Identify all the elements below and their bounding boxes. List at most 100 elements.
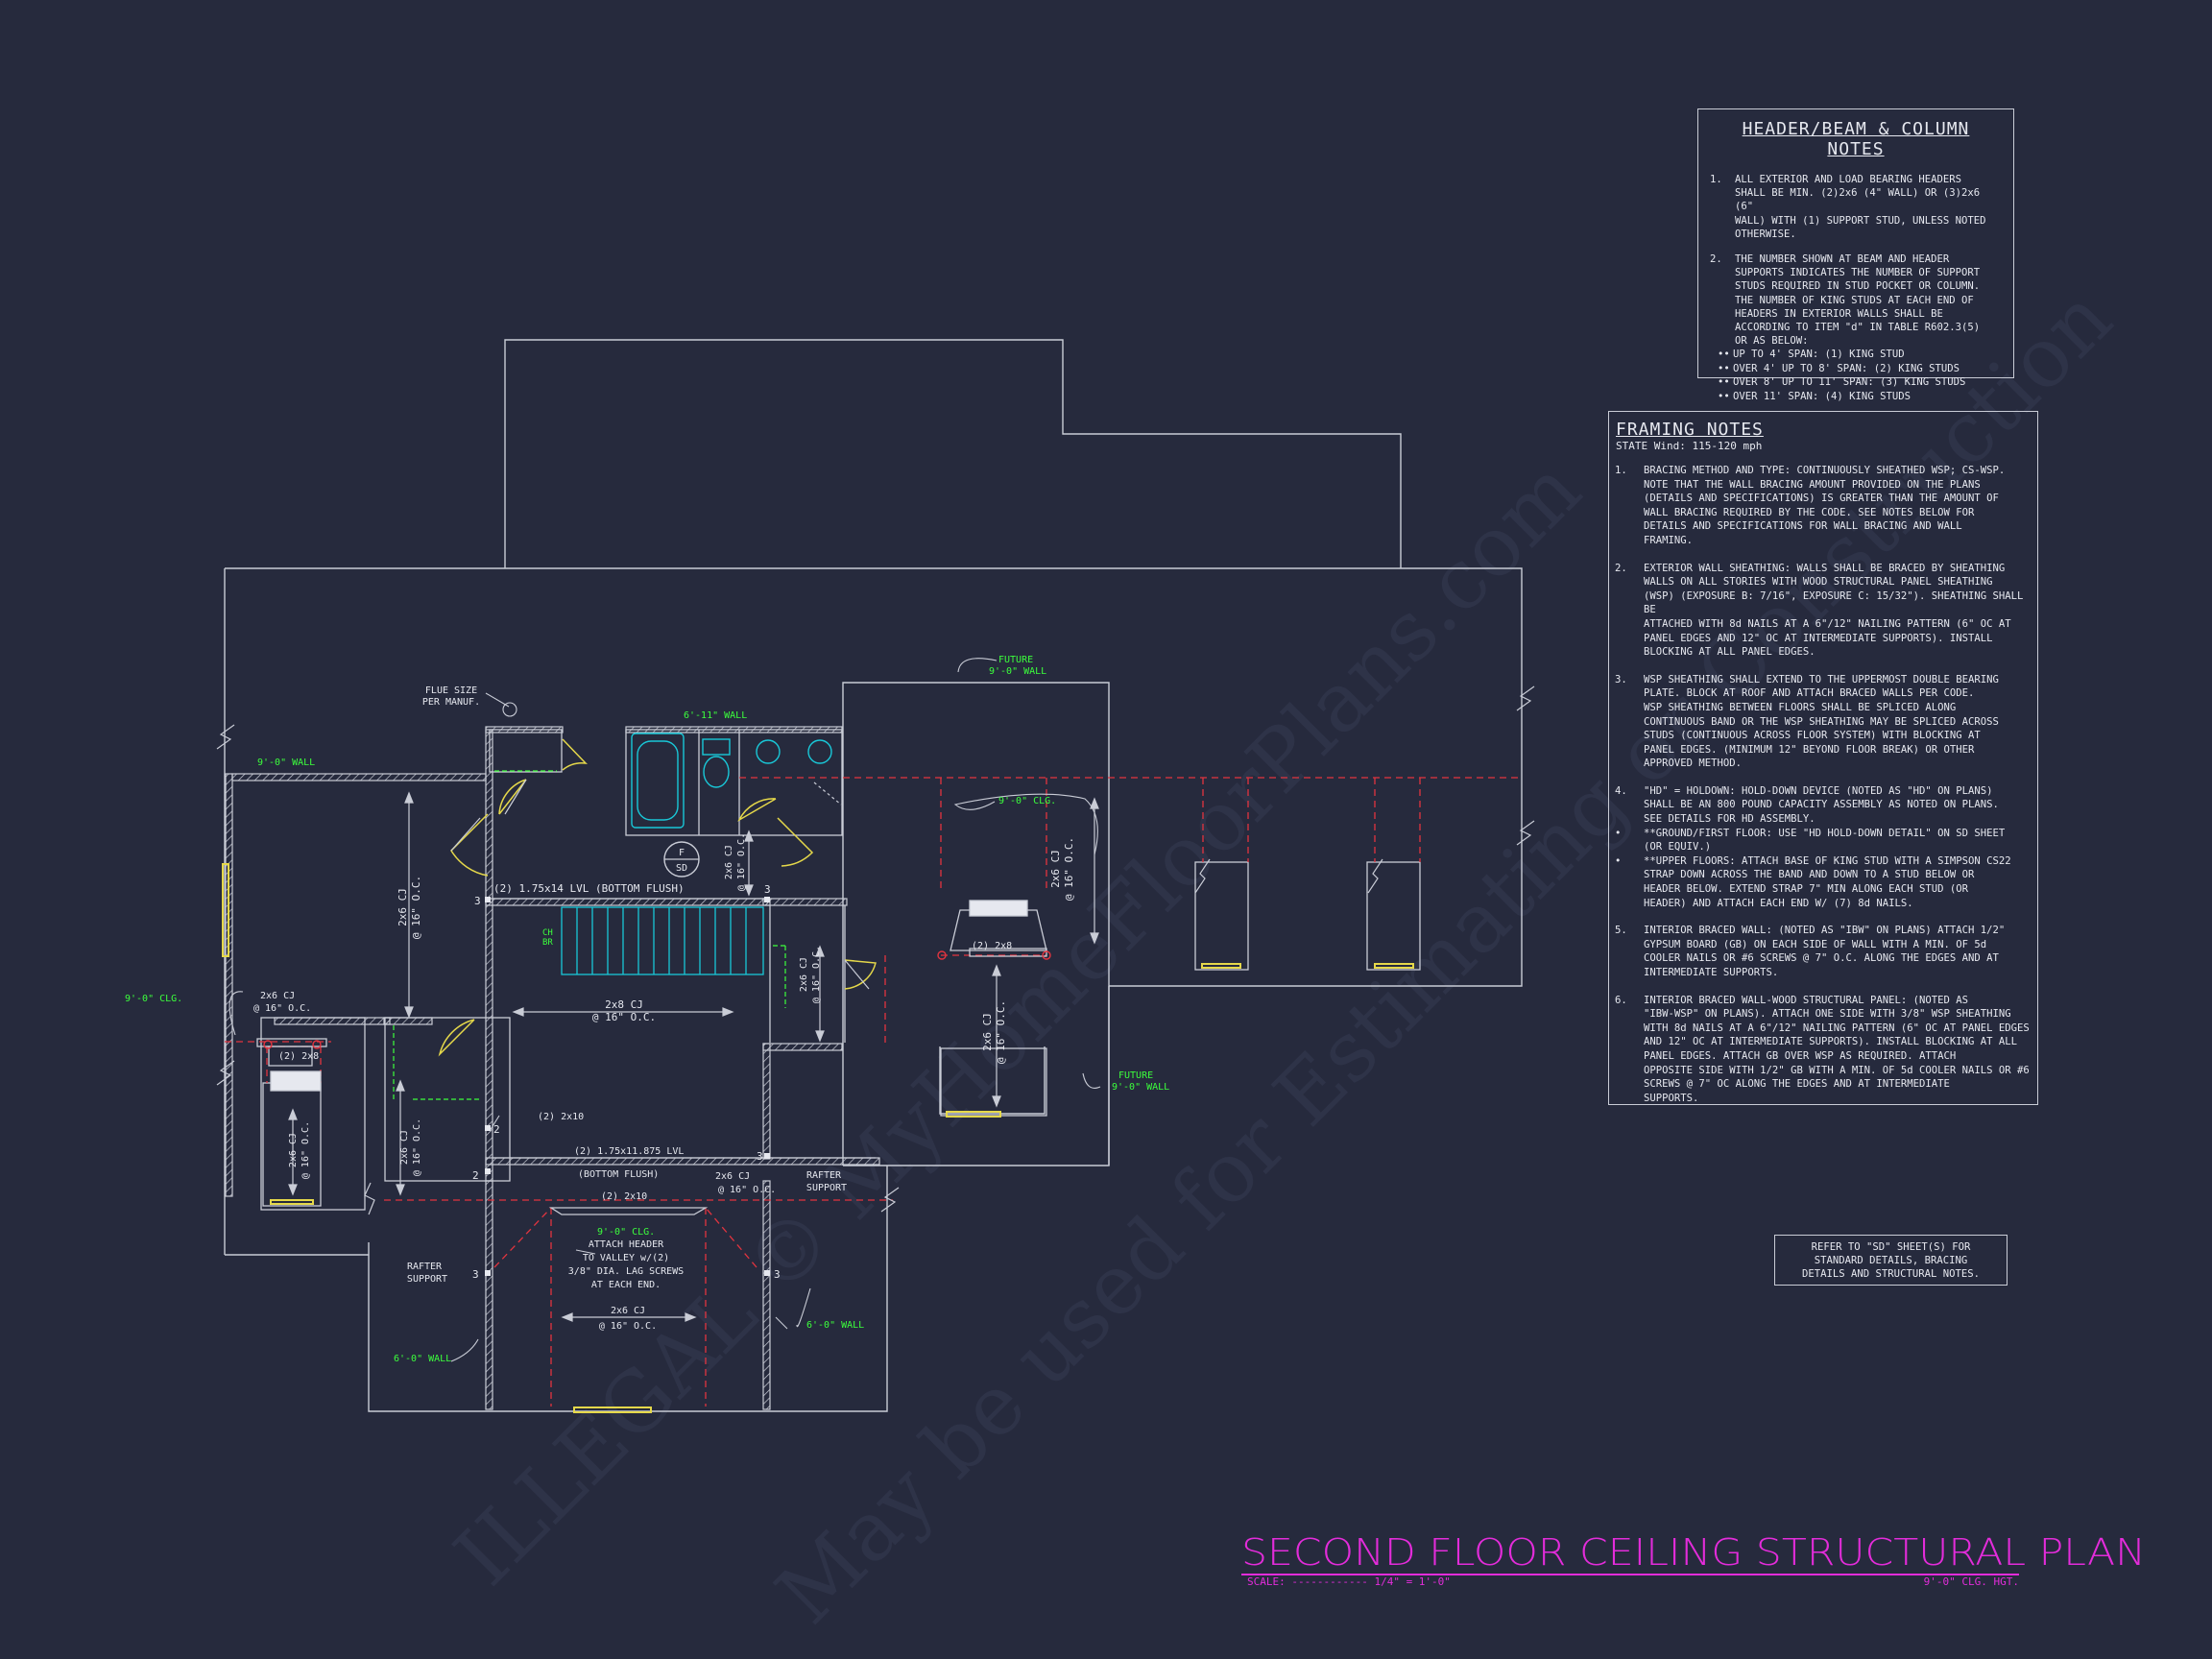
rafter-support-right-1: RAFTER xyxy=(806,1170,842,1181)
framing-notes: FRAMING NOTES STATE Wind: 115-120 mph 1.… xyxy=(1608,411,2038,1105)
beams xyxy=(256,898,1047,1215)
note-text: INTERIOR BRACED WALL-WOOD STRUCTURAL PAN… xyxy=(1644,994,2030,1104)
header-note-1: 1.ALL EXTERIOR AND LOAD BEARING HEADERS … xyxy=(1710,173,2002,241)
cj-2x6-vert-b: 2x6 CJ xyxy=(724,845,734,879)
leader-lines xyxy=(228,658,1101,1362)
clg-9-bottom-label: 9'-0" CLG. xyxy=(597,1227,655,1238)
attach-header-3: 3/8" DIA. LAG SCREWS xyxy=(568,1266,684,1277)
cj-2x8-oc: @ 16" O.C. xyxy=(592,1011,656,1023)
cj-2x6-vert-b-oc: @ 16" O.C. xyxy=(736,833,747,891)
framing-note-5: 5. INTERIOR BRACED WALL: (NOTED AS "IBW" … xyxy=(1615,924,2032,979)
windows xyxy=(222,863,1414,1413)
header-beam-notes-list: 1.ALL EXTERIOR AND LOAD BEARING HEADERS … xyxy=(1710,173,2002,403)
framing-notes-list: 1.BRACING METHOD AND TYPE: CONTINUOUSLY … xyxy=(1615,464,2032,1105)
cj-2x6-vert-a: 2x6 CJ xyxy=(397,888,409,926)
doors xyxy=(438,738,877,1057)
hdr-2x8-left: (2) 2x8 xyxy=(278,1051,319,1062)
framing-note-6: 6. INTERIOR BRACED WALL-WOOD STRUCTURAL P… xyxy=(1615,994,2032,1106)
note-number: 4. xyxy=(1615,784,1627,797)
note-bullet: • xyxy=(1615,827,1622,839)
hdr-2x10-label-2: (2) 2x10 xyxy=(601,1191,647,1202)
future-wall-top-2: 9'-0" WALL xyxy=(989,666,1046,677)
bullet-text: OVER 8' UP TO 11' SPAN: (3) KING STUDS xyxy=(1733,376,1966,389)
bullet-icon: •• xyxy=(1718,390,1730,402)
framing-note-4b: •**UPPER FLOORS: ATTACH BASE OF KING STU… xyxy=(1615,854,2032,910)
framing-note-1: 1.BRACING METHOD AND TYPE: CONTINUOUSLY … xyxy=(1615,464,2032,548)
col-num-3c: 3 xyxy=(757,1150,763,1163)
cj-2x6-vert-f: 2x6 CJ xyxy=(288,1133,299,1167)
title-underline xyxy=(1241,1574,2019,1575)
drawing-title: SECOND FLOOR CEILING STRUCTURAL PLAN xyxy=(1241,1531,2146,1574)
rafter-support-right-2: SUPPORT xyxy=(806,1183,847,1193)
future-wall-bottom-2: 9'-0" WALL xyxy=(1112,1082,1169,1093)
ceiling-height: 9'-0" CLG. HGT. xyxy=(1923,1575,2019,1588)
ch-br-label-2: BR xyxy=(542,938,553,948)
note-text: INTERIOR BRACED WALL: (NOTED AS "IBW" ON… xyxy=(1644,925,2006,978)
col-num-2a: 2 xyxy=(493,1123,500,1136)
note-number: 5. xyxy=(1615,925,1627,937)
exterior-walls xyxy=(225,726,880,1410)
cj-2x6-center-1: 2x6 CJ xyxy=(715,1171,750,1182)
title-block: SECOND FLOOR CEILING STRUCTURAL PLAN SCA… xyxy=(1241,1531,2146,1589)
section-marker-sd: SD xyxy=(676,863,687,874)
header-bullet-2: ••OVER 4' UP TO 8' SPAN: (2) KING STUDS xyxy=(1710,362,2002,375)
rotated-labels: 2x6 CJ @ 16" O.C. 2x6 CJ @ 16" O.C. 2x6 … xyxy=(288,833,1075,1179)
cj-2x6-vert-c: 2x6 CJ xyxy=(1049,850,1062,888)
cj-2x6-bottom-1: 2x6 CJ xyxy=(611,1306,645,1316)
bullet-text: UP TO 4' SPAN: (1) KING STUD xyxy=(1733,349,1905,361)
bullet-icon: •• xyxy=(1718,376,1730,389)
note-number: 1. xyxy=(1710,174,1722,185)
framing-note-3: 3. WSP SHEATHING SHALL EXTEND TO THE UPPE… xyxy=(1615,673,2032,771)
cj-2x8-label: 2x8 CJ xyxy=(605,998,643,1011)
flue-label-1: FLUE SIZE xyxy=(425,685,477,696)
header-bullet-3: ••OVER 8' UP TO 11' SPAN: (3) KING STUDS xyxy=(1710,375,2002,389)
green-lines xyxy=(393,770,787,1100)
swing-door-lines xyxy=(450,779,870,990)
note-number: 2. xyxy=(1615,562,1627,574)
rafter-support-left-1: RAFTER xyxy=(407,1262,443,1272)
col-num-2b: 2 xyxy=(472,1169,479,1182)
drawing-scale: SCALE: ------------ 1/4" = 1'-0" xyxy=(1247,1575,1451,1588)
header-note-2: 2.THE NUMBER SHOWN AT BEAM AND HEADER SU… xyxy=(1710,252,2002,348)
note-number: 6. xyxy=(1615,994,1627,1006)
cj-2x6-center-oc: @ 16" O.C. xyxy=(718,1185,776,1195)
note-text: WSP SHEATHING SHALL EXTEND TO THE UPPERM… xyxy=(1644,673,1999,770)
clg-9-center-label: 9'-0" CLG. xyxy=(998,796,1056,806)
attach-header-4: AT EACH END. xyxy=(591,1280,661,1290)
col-num-3a: 3 xyxy=(474,895,481,907)
refer-sd-note: REFER TO "SD" SHEET(S) FOR STANDARD DETA… xyxy=(1774,1235,2008,1286)
flue-label-2: PER MANUF. xyxy=(422,697,480,708)
col-num-3e: 3 xyxy=(774,1268,781,1281)
bullet-icon: •• xyxy=(1718,349,1730,361)
cj-2x6-vert-g: 2x6 CJ xyxy=(399,1130,410,1165)
wall-6-0-right: 6'-0" WALL xyxy=(806,1320,864,1331)
cj-2x6-vert-e: 2x6 CJ xyxy=(981,1013,994,1051)
note-number: 3. xyxy=(1615,673,1627,685)
break-marks xyxy=(216,685,1535,1215)
framing-note-2: 2. EXTERIOR WALL SHEATHING: WALLS SHALL B… xyxy=(1615,562,2032,660)
note-text: THE NUMBER SHOWN AT BEAM AND HEADER SUPP… xyxy=(1735,253,1981,348)
lvl-2-label: (2) 1.75x11.875 LVL xyxy=(574,1146,684,1157)
note-bullet: • xyxy=(1615,854,1622,867)
future-wall-top-1: FUTURE xyxy=(998,655,1033,665)
note-text: EXTERIOR WALL SHEATHING: WALLS SHALL BE … xyxy=(1644,562,2024,659)
header-beam-notes: HEADER/BEAM & COLUMN NOTES 1.ALL EXTERIO… xyxy=(1697,108,2014,402)
framing-notes-state: STATE Wind: 115-120 mph xyxy=(1616,440,1763,452)
stairs xyxy=(561,906,764,975)
attach-header-2: TO VALLEY w/(2) xyxy=(583,1253,669,1263)
framing-note-4a: • **GROUND/FIRST FLOOR: USE "HD HOLD-DOWN… xyxy=(1615,827,2032,854)
header-bullet-4: ••OVER 11' SPAN: (4) KING STUDS xyxy=(1710,390,2002,403)
cj-2x6-vert-d: 2x6 CJ xyxy=(799,957,809,992)
note-text: "HD" = HOLDOWN: HOLD-DOWN DEVICE (NOTED … xyxy=(1644,784,1999,826)
cj-2x6-vert-c-oc: @ 16" O.C. xyxy=(1063,837,1075,901)
note-text: BRACING METHOD AND TYPE: CONTINUOUSLY SH… xyxy=(1644,465,2006,546)
wall-9-left-label: 9'-0" WALL xyxy=(257,757,315,768)
plan-text: FLUE SIZE PER MANUF. 9'-0" WALL 6'-11" W… xyxy=(125,655,1169,1364)
rafter-support-left-2: SUPPORT xyxy=(407,1274,447,1285)
col-num-3b: 3 xyxy=(764,883,771,896)
wall-6-11-label: 6'-11" WALL xyxy=(684,710,747,721)
cj-2x6-bottom-oc: @ 16" O.C. xyxy=(599,1321,657,1332)
note-text: **GROUND/FIRST FLOOR: USE "HD HOLD-DOWN … xyxy=(1644,827,2006,854)
